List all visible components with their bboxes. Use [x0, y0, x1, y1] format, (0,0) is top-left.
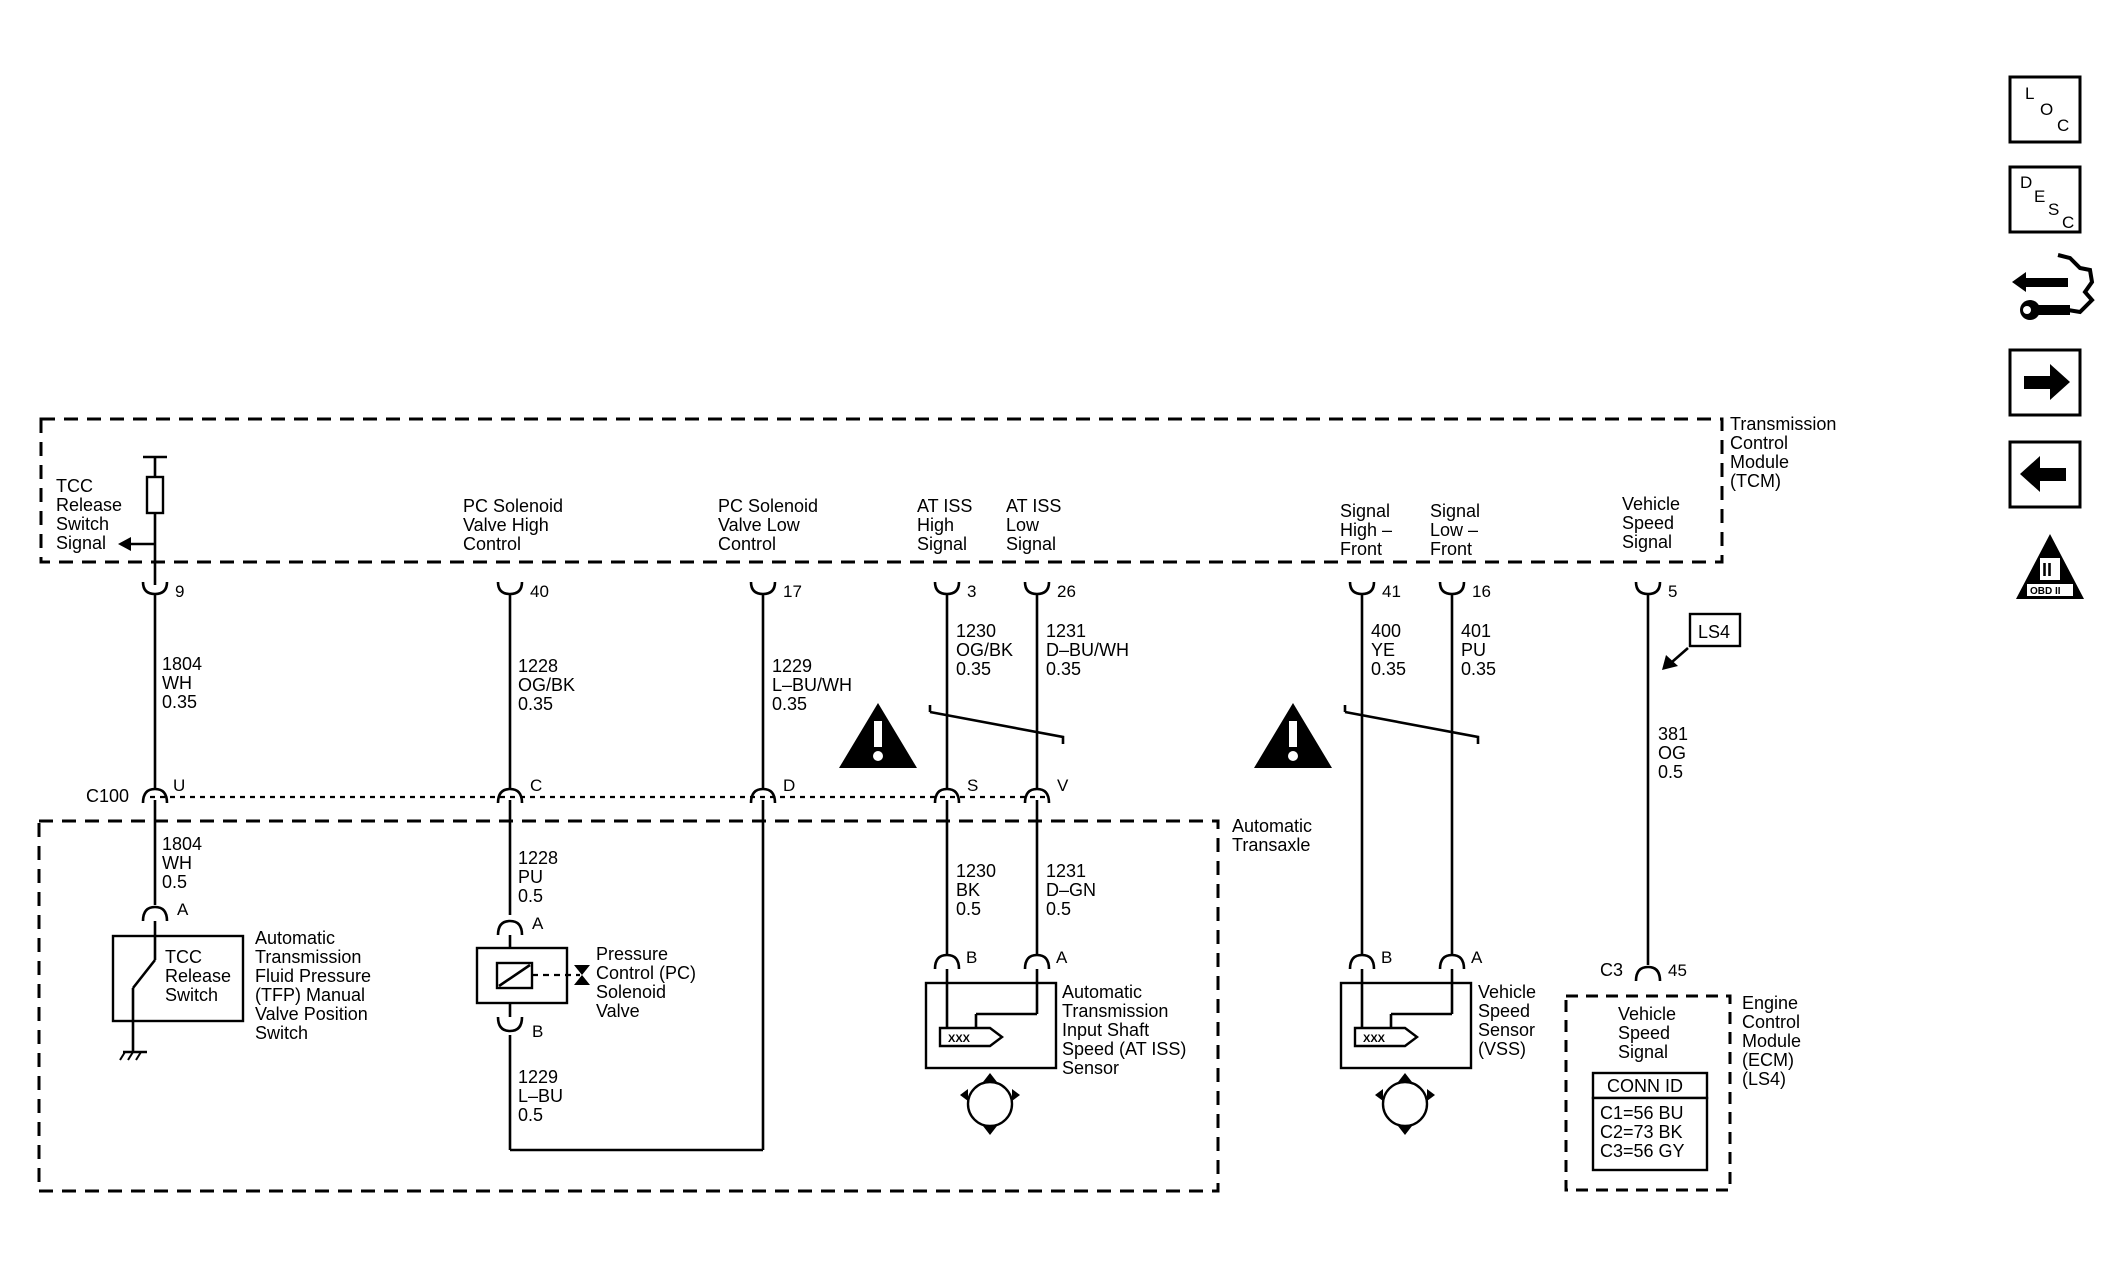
- vss-label: Vehicle Speed Sensor (VSS): [1478, 982, 1541, 1059]
- c100-label: C100: [86, 786, 129, 806]
- svg-text:II: II: [2042, 560, 2052, 580]
- obd-ii-icon: II OBD II: [2016, 534, 2084, 599]
- previous-page-button[interactable]: [2008, 440, 2082, 509]
- at-iss-sensor: B A XXX: [924, 948, 1068, 1135]
- c100-pin-d: D: [783, 776, 795, 795]
- svg-text:A: A: [177, 900, 189, 919]
- wire-label-400: 400 YE 0.35: [1371, 621, 1406, 679]
- obd-ii-button[interactable]: II OBD II: [2016, 534, 2084, 599]
- svg-text:OBD II: OBD II: [2030, 586, 2061, 597]
- tcm-signal-iss-high: AT ISS High Signal: [917, 496, 977, 554]
- conn-id-title: CONN ID: [1607, 1076, 1683, 1096]
- ecm-module: C3 45 Vehicle Speed Signal CONN ID C1=56…: [1564, 960, 1732, 1192]
- wire-label-1804-upper: 1804 WH 0.35: [162, 654, 207, 712]
- desc-icon: D E S C: [2020, 173, 2074, 232]
- svg-text:A: A: [532, 914, 544, 933]
- transaxle-boundary: [37, 819, 1220, 1193]
- arrow-right-icon: [2024, 364, 2070, 400]
- tcm-connector-pins: [141, 581, 1662, 596]
- wire-label-1231-lower: 1231 D–GN 0.5: [1046, 861, 1101, 919]
- svg-text:TCC Release Switch: TCC Release Switch: [165, 947, 236, 1005]
- pin-3: 3: [967, 582, 976, 601]
- pin-17: 17: [783, 582, 802, 601]
- pc-solenoid-label: Pressure Control (PC) Solenoid Valve: [596, 944, 701, 1021]
- wire-label-1804-lower: 1804 WH 0.5: [162, 834, 207, 892]
- wire-label-1229-lower: 1229 L–BU 0.5: [518, 1067, 568, 1125]
- svg-text:XXX: XXX: [1363, 1033, 1386, 1045]
- tcm-signal-tcc-release: TCC Release Switch Signal: [56, 476, 127, 553]
- connector-repair-button[interactable]: [2012, 253, 2095, 320]
- svg-text:XXX: XXX: [948, 1033, 971, 1045]
- tcc-release-switch: A TCC Release Switch: [111, 900, 245, 1061]
- pin-16: 16: [1472, 582, 1491, 601]
- loc-icon: L O C: [2025, 84, 2069, 135]
- svg-text:LS4: LS4: [1698, 622, 1730, 642]
- tcm-boundary: [39, 417, 1724, 564]
- wire-label-1230-upper: 1230 OG/BK 0.35: [956, 621, 1018, 679]
- svg-text:A: A: [1471, 948, 1483, 967]
- pin-40: 40: [530, 582, 549, 601]
- pin-5: 5: [1668, 582, 1677, 601]
- twisted-pair-iss: [928, 705, 1065, 744]
- tcm-signal-pc-high: PC Solenoid Valve High Control: [463, 496, 568, 554]
- ecm-connector-c3: C3: [1600, 960, 1623, 980]
- tcm-signal-high-front: Signal High – Front: [1340, 501, 1397, 559]
- wire-label-1228-upper: 1228 OG/BK 0.35: [518, 656, 580, 714]
- description-button[interactable]: D E S C: [2008, 165, 2082, 234]
- warning-icon[interactable]: [839, 703, 917, 768]
- ls4-option-tag: LS4: [1662, 612, 1742, 670]
- tcc-internal-pullup: [118, 455, 167, 585]
- arrow-left-icon: [2020, 456, 2066, 492]
- at-iss-sensor-label: Automatic Transmission Input Shaft Speed…: [1062, 982, 1191, 1078]
- tcm-signal-iss-low: AT ISS Low Signal: [1006, 496, 1066, 554]
- svg-text:Vehicle Speed Sign: Vehicle Speed Signal: [1618, 1004, 1681, 1062]
- c100-pin-arcs: [141, 787, 1051, 804]
- connector-wrench-icon: [2012, 253, 2095, 320]
- ecm-label: Engine Control Module (ECM) (LS4): [1742, 993, 1806, 1089]
- pc-solenoid-valve: A B: [475, 914, 590, 1041]
- location-button[interactable]: L O C: [2008, 75, 2082, 144]
- pin-26: 26: [1057, 582, 1076, 601]
- wire-label-381: 381 OG 0.5: [1658, 724, 1693, 782]
- c100-pin-c: C: [530, 776, 542, 795]
- svg-text:B: B: [532, 1022, 543, 1041]
- wires: [153, 595, 1650, 1152]
- c100-pin-s: S: [967, 776, 978, 795]
- pin-9: 9: [175, 582, 184, 601]
- svg-text:A: A: [1056, 948, 1068, 967]
- next-page-button[interactable]: [2008, 348, 2082, 417]
- wire-label-1231-upper: 1231 D–BU/WH 0.35: [1046, 621, 1134, 679]
- tcm-signal-pc-low: PC Solenoid Valve Low Control: [718, 496, 823, 554]
- wire-label-1230-lower: 1230 BK 0.5: [956, 861, 1001, 919]
- wire-label-1229-upper: 1229 L–BU/WH 0.35: [772, 656, 857, 714]
- pin-41: 41: [1382, 582, 1401, 601]
- conn-id-list: C1=56 BU C2=73 BK C3=56 GY: [1600, 1103, 1689, 1161]
- twisted-pair-vss: [1343, 705, 1480, 744]
- tcm-label: Transmission Control Module (TCM): [1730, 414, 1841, 491]
- svg-text:B: B: [966, 948, 977, 967]
- wire-label-401: 401 PU 0.35: [1461, 621, 1496, 679]
- wire-label-1228-lower: 1228 PU 0.5: [518, 848, 563, 906]
- warning-icon[interactable]: [1254, 703, 1332, 768]
- tcm-signal-vss: Vehicle Speed Signal: [1622, 494, 1685, 552]
- svg-text:B: B: [1381, 948, 1392, 967]
- tfp-switch-label: Automatic Transmission Fluid Pressure (T…: [255, 928, 376, 1043]
- c100-pin-v: V: [1057, 776, 1069, 795]
- tcm-signal-low-front: Signal Low – Front: [1430, 501, 1485, 559]
- ecm-pin-45: 45: [1668, 961, 1687, 980]
- vehicle-speed-sensor: B A XXX: [1339, 948, 1483, 1135]
- c100-pin-u: U: [173, 776, 185, 795]
- transaxle-label: Automatic Transaxle: [1232, 816, 1317, 855]
